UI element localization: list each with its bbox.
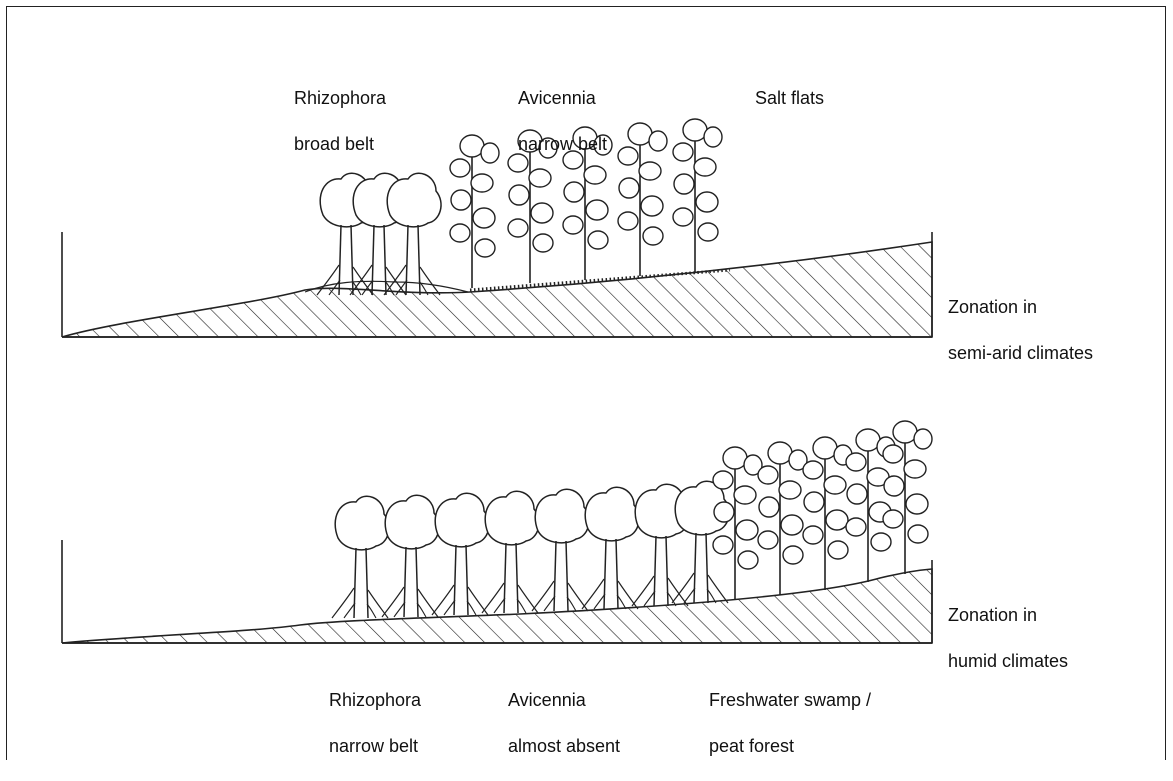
top-rhizophora-trees	[305, 173, 468, 295]
top-rhizophora-label: Rhizophora broad belt	[294, 64, 386, 179]
bottom-avicennia-label: Avicennia almost absent	[508, 666, 620, 781]
top-profile-ground	[62, 232, 932, 337]
bottom-freshwater-label: Freshwater swamp / peat forest	[709, 666, 871, 781]
bottom-rhizophora-trees	[332, 481, 729, 618]
bottom-rhizophora-label: Rhizophora narrow belt	[329, 666, 421, 781]
bottom-zonation-label: Zonation in humid climates	[948, 581, 1068, 696]
top-avicennia-label: Avicennia narrow belt	[518, 64, 607, 179]
top-salt-flats-label: Salt flats	[755, 64, 824, 133]
top-zonation-label: Zonation in semi-arid climates	[948, 273, 1093, 388]
